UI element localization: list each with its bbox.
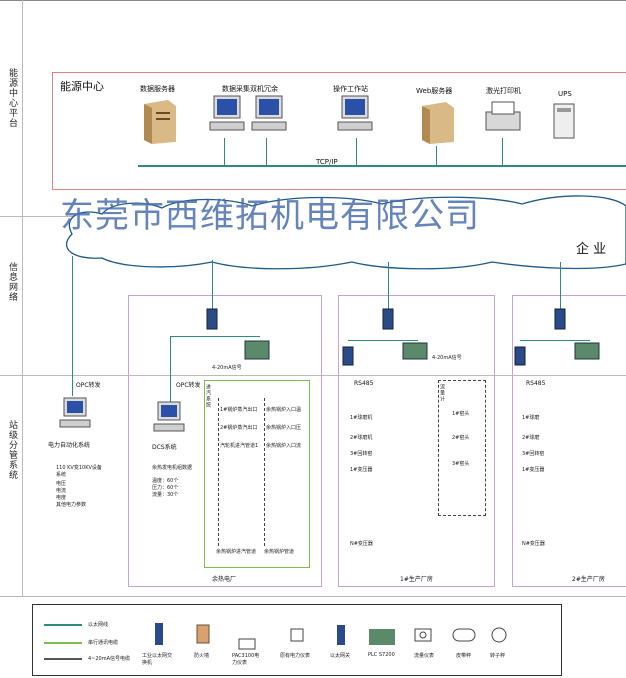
plant2-footer: 1#生产厂房 (400, 576, 433, 583)
label-energy-center-platform: 能源中心平台 (7, 68, 17, 128)
switch-icon (514, 346, 526, 366)
device-label-ups: UPS (558, 90, 572, 98)
device-label-data-server: 数据服务器 (140, 85, 175, 93)
switch-icon (382, 308, 394, 330)
flow-meter-box (438, 380, 486, 516)
divider-2 (0, 375, 626, 376)
belt-scale-icon (452, 628, 476, 642)
switch-icon (155, 623, 163, 645)
device-label-printer: 激光打印机 (486, 87, 521, 95)
computer-icon (209, 95, 245, 131)
computer-icon (153, 401, 185, 432)
printer-icon (485, 101, 521, 131)
meter-icon (238, 638, 256, 650)
waste-heat-footer: 余热电厂 (212, 576, 237, 583)
computer-icon (59, 397, 91, 428)
section-plant2 (338, 295, 495, 587)
divider-top (0, 0, 626, 1)
legend-line-signal (44, 658, 82, 660)
switch-icon (554, 308, 566, 330)
tcpip-bus (138, 165, 626, 167)
section-plant3 (512, 295, 626, 587)
ups-icon (553, 103, 575, 139)
meter-icon (290, 628, 304, 642)
label-info-network: 信息网络 (7, 262, 17, 302)
opc-label-left: OPC转发 (76, 382, 101, 389)
tcpip-label: TCP/IP (316, 158, 338, 166)
flow-meter-icon (414, 628, 432, 642)
waste-heat-inner-box (204, 380, 310, 568)
rotor-scale-icon (491, 627, 507, 643)
legend-line-serial (44, 642, 82, 644)
switch-icon (206, 308, 218, 330)
cloud-label: 企 业 (576, 242, 607, 257)
server-icon (422, 102, 454, 144)
energy-center-title: 能源中心 (60, 80, 104, 93)
plc-icon (244, 340, 270, 360)
energy-center-box (52, 72, 626, 190)
signal-label-waste: 4-20mA信号 (212, 365, 242, 371)
divider-3 (0, 596, 626, 597)
waste-side-tag: 进汽系统 (205, 384, 211, 408)
plc-icon (574, 342, 600, 360)
divider-vertical (22, 0, 23, 596)
plant3-footer: 2#生产厂房 (572, 576, 605, 583)
network-cloud (66, 195, 626, 270)
switch-icon (342, 346, 354, 366)
computer-icon (337, 95, 373, 131)
watermark: 东莞市西维拓机电有限公司 (60, 196, 480, 236)
device-label-collection: 数据采集双机冗余 (222, 85, 278, 93)
device-label-web-server: Web服务器 (416, 87, 453, 95)
plc-icon (369, 629, 395, 645)
section-waste-heat (128, 295, 322, 587)
label-station-mgmt: 站级分管系统 (7, 420, 17, 480)
device-label-workstation: 操作工作站 (333, 85, 368, 93)
firewall-icon (196, 624, 210, 644)
server-icon (144, 100, 176, 144)
plc-icon (402, 342, 428, 360)
system-power-automation: 电力自动化系统 (48, 442, 91, 449)
opc-label-waste: OPC转发 (176, 382, 201, 389)
gateway-icon (337, 625, 345, 645)
legend-line-ethernet (44, 624, 82, 626)
system-dcs: DCS系统 (152, 444, 177, 451)
legend-box (32, 604, 562, 676)
computer-icon (251, 95, 287, 131)
